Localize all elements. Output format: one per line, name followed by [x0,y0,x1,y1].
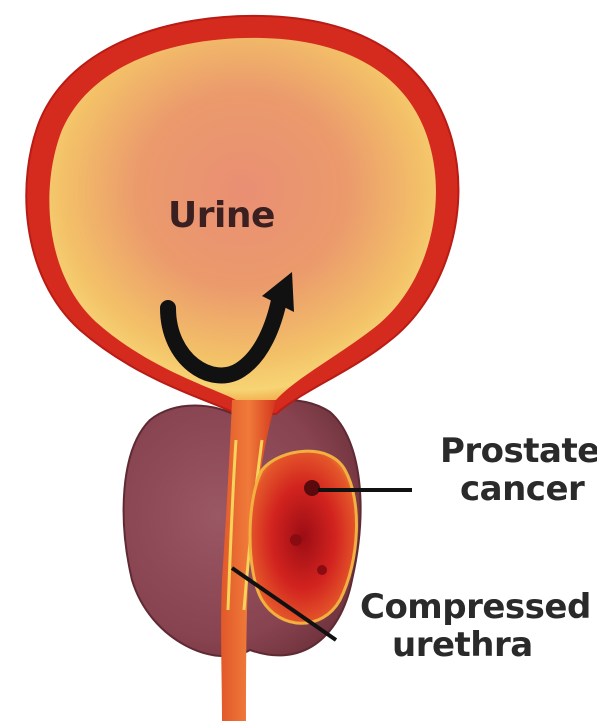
prostate-cancer-label-line1: Prostate [440,432,597,470]
tumor-spot [304,480,320,496]
compressed-urethra-label: Compressed urethra [360,588,591,664]
compressed-urethra-label-line2: urethra [360,626,591,664]
prostate-cancer-label-line2: cancer [440,470,597,508]
compressed-urethra-label-line1: Compressed [360,588,591,626]
tumor-spot [290,534,302,546]
prostate-cancer-label: Prostate cancer [440,432,597,508]
tumor [250,451,356,623]
tumor-spot [317,565,327,575]
urine-label: Urine [168,196,275,236]
